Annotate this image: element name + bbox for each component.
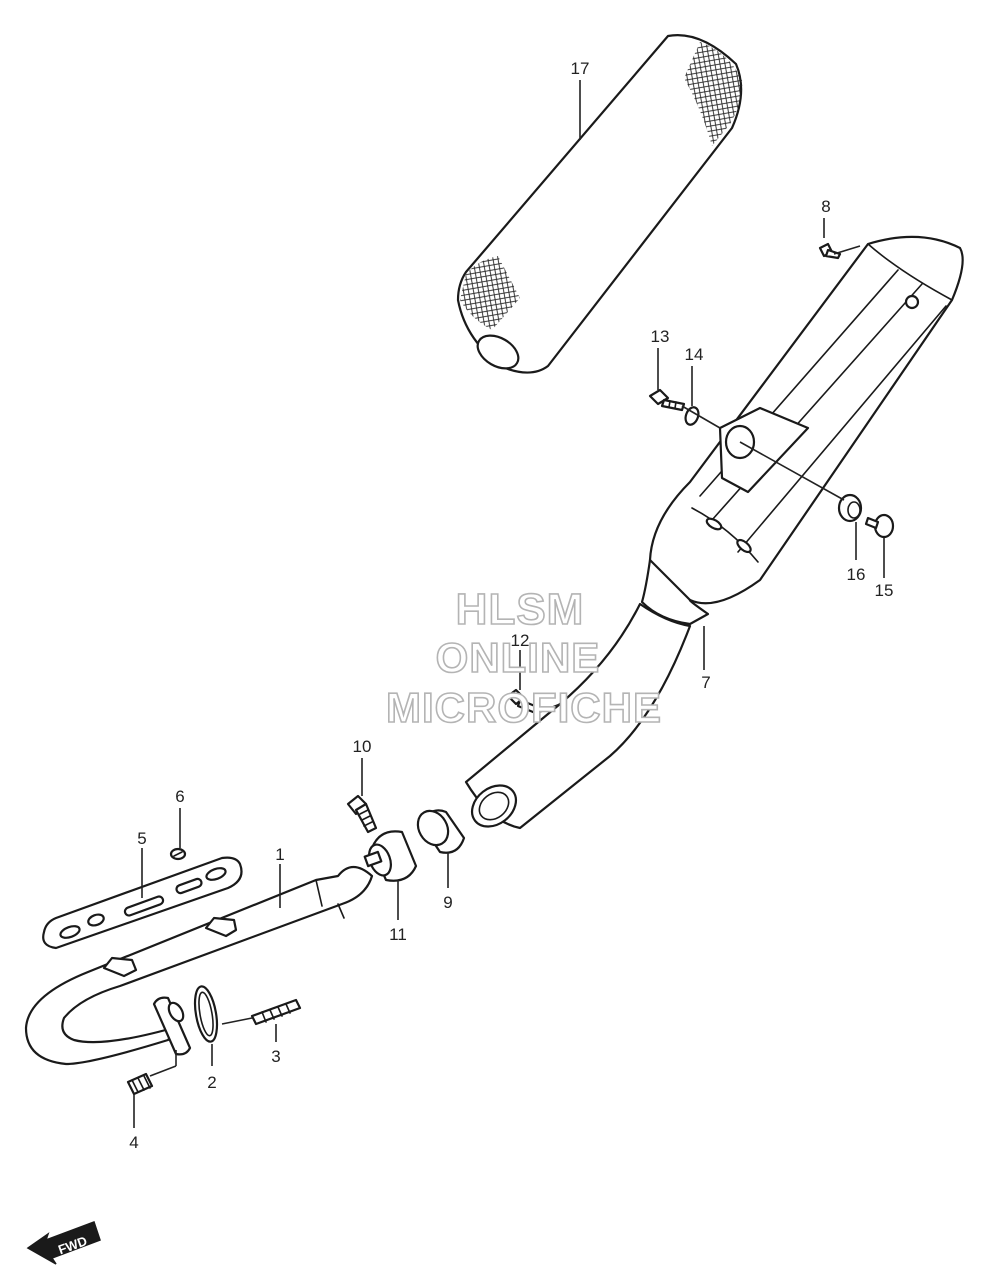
label-part-3: 3	[271, 1047, 280, 1066]
watermark: HLSM ONLINE MICROFICHE	[385, 584, 662, 732]
leader-lines	[133, 80, 885, 1128]
rubber-bushing	[837, 493, 863, 523]
forward-arrow-icon: FWD	[26, 1221, 101, 1265]
label-part-15: 15	[875, 581, 894, 600]
label-part-16: 16	[847, 565, 866, 584]
label-part-9: 9	[443, 893, 452, 912]
label-part-10: 10	[353, 737, 372, 756]
label-part-2: 2	[207, 1073, 216, 1092]
muffler-mount-bolt	[648, 388, 686, 412]
nut	[126, 1072, 154, 1096]
exhaust-clamp	[363, 830, 418, 882]
stud-bolt	[250, 998, 302, 1026]
screw-6	[169, 847, 187, 861]
part-number-labels: 17 8 13 14 16 15 7 12 10 6 5 1 9 11 2 3 …	[129, 59, 893, 1152]
label-part-11: 11	[389, 925, 407, 944]
label-part-17: 17	[571, 59, 590, 78]
muffler-bolt-12	[506, 688, 542, 716]
collar-bolt	[864, 513, 895, 539]
exhaust-port-gasket	[193, 985, 219, 1043]
label-part-5: 5	[137, 829, 146, 848]
exhaust-pipe	[24, 865, 374, 1066]
label-part-14: 14	[685, 345, 704, 364]
heat-protector	[42, 856, 243, 950]
watermark-line-2: ONLINE	[436, 634, 601, 681]
label-part-1: 1	[275, 845, 284, 864]
label-part-13: 13	[651, 327, 670, 346]
washer	[684, 406, 700, 426]
heat-shield-cover	[456, 34, 743, 374]
label-part-8: 8	[821, 197, 830, 216]
label-part-12: 12	[511, 631, 530, 650]
watermark-line-1: HLSM	[456, 585, 585, 634]
watermark-line-3: MICROFICHE	[386, 684, 662, 731]
label-part-7: 7	[701, 673, 710, 692]
exhaust-gasket	[416, 809, 466, 854]
label-part-4: 4	[129, 1133, 138, 1152]
label-part-6: 6	[175, 787, 184, 806]
clamp-bolt	[346, 794, 378, 834]
muffler	[464, 235, 964, 830]
screw-8	[818, 242, 842, 260]
